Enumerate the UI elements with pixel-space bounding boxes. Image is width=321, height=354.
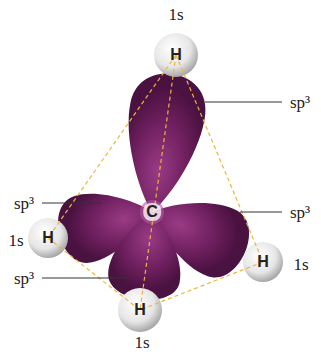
orbital-label: 1s [168, 6, 183, 23]
orbital-label: 1s [8, 232, 23, 249]
orbital-label: 1s [293, 256, 308, 273]
hybrid-label: sp³ [290, 94, 310, 111]
atom-symbol: C [143, 203, 161, 221]
hydrogen-sphere [28, 218, 68, 258]
orbital-label: 1s [134, 334, 149, 351]
hydrogen-sphere [154, 33, 198, 77]
atom-symbol: H [42, 230, 54, 246]
carbon-center [140, 200, 164, 224]
hybrid-label: sp³ [14, 270, 34, 287]
hydrogen-sphere [118, 288, 162, 332]
atom-symbol: H [170, 47, 182, 63]
leader-lines [42, 102, 282, 278]
atom-symbol: H [257, 254, 269, 270]
hybrid-label: sp³ [14, 195, 34, 212]
sp3-lobe [115, 68, 211, 218]
tetrahedron-edges [48, 55, 263, 310]
hydrogen-sphere [243, 242, 283, 282]
hybrid-label: sp³ [290, 204, 310, 221]
atom-symbol: H [134, 302, 146, 318]
